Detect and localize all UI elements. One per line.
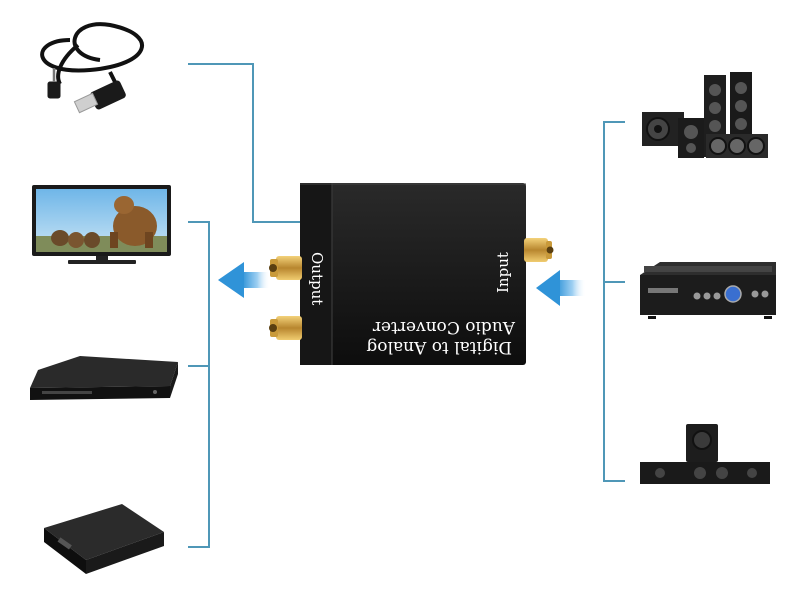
set-top-box-icon (44, 504, 164, 574)
output-label: Output (308, 252, 326, 305)
coaxial-input-jack (524, 238, 554, 262)
usb-connector-line (188, 63, 300, 223)
converter-title-line2: Audio Converter (372, 317, 516, 337)
output-bracket-line (188, 221, 210, 548)
usb-power-cable-icon (40, 22, 144, 114)
speaker-system-icon (642, 72, 768, 158)
rca-output-jack-top (269, 256, 302, 280)
soundbar-icon (640, 424, 770, 484)
rca-output-jack-bottom (269, 316, 302, 340)
amplifier-icon (640, 262, 776, 319)
dvd-player-icon (30, 356, 178, 400)
dac-converter-device: Output Input Digital to Analog Audio Con… (269, 183, 554, 365)
connector-lines (188, 63, 625, 548)
input-label: Input (494, 252, 512, 293)
converter-title-line1: Digital to Analog (366, 337, 512, 357)
input-bracket-line (603, 121, 625, 482)
output-arrow-icon (218, 262, 270, 298)
input-arrow-icon (536, 270, 586, 306)
television-icon (32, 185, 171, 264)
